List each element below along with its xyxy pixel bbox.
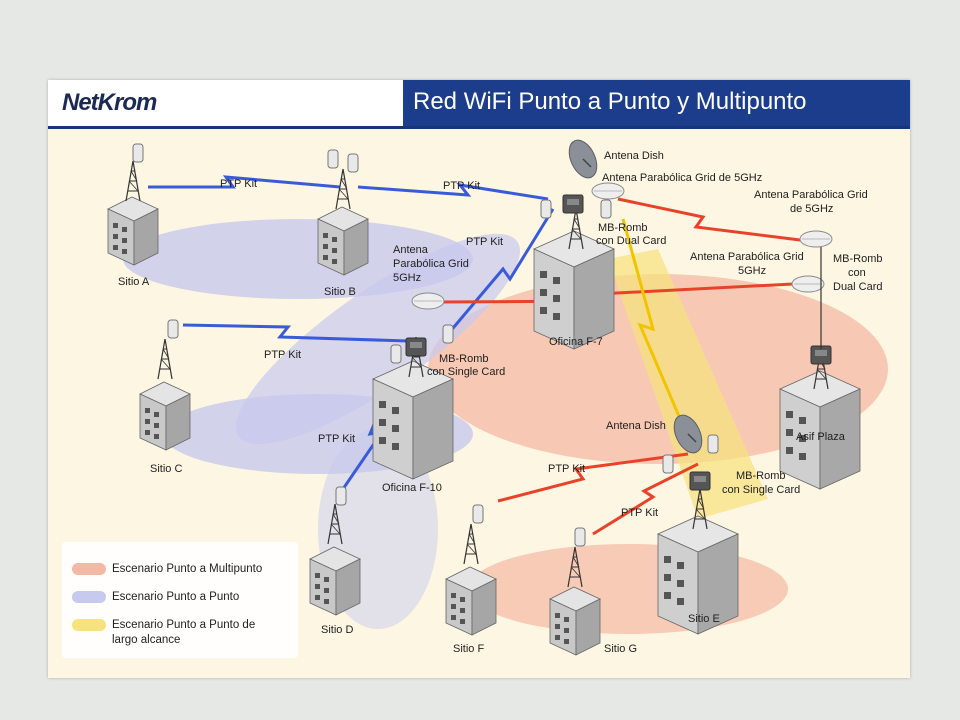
label-oficina-f7: Oficina F-7	[549, 336, 603, 348]
label-sitio-f: Sitio F	[453, 643, 484, 655]
label-grid-f10-2: Parabólica Grid	[393, 258, 469, 270]
site-sitio-a	[107, 143, 159, 266]
legend: Escenario Punto a Multipunto Escenario P…	[62, 542, 298, 658]
label-ptp-e-f: PTP Kit	[548, 463, 585, 475]
legend-label-long-range: Escenario Punto a Punto de largo alcance	[112, 619, 256, 646]
label-dual-card-f7: con Dual Card	[596, 235, 666, 247]
label-mbromb-e: MB-Romb	[736, 470, 786, 482]
label-oficina-f10: Oficina F-10	[382, 482, 442, 494]
label-ptp-b-f7: PTP Kit	[443, 180, 480, 192]
site-sitio-b	[317, 149, 369, 276]
legend-label-multipoint: Escenario Punto a Multipunto	[112, 563, 263, 575]
label-grid-f10-3: 5GHz	[393, 272, 421, 284]
label-ptp-e-g: PTP Kit	[621, 507, 658, 519]
label-con-asif: con	[848, 267, 866, 279]
label-antena-dish-e: Antena Dish	[606, 420, 666, 432]
label-sitio-e: Sitio E	[688, 613, 720, 625]
link-grid-f7-asif	[617, 197, 809, 243]
legend-swatch-long-range	[72, 619, 106, 631]
netkrom-logo: NetKrom	[62, 89, 157, 116]
label-grid-asif-2: de 5GHz	[790, 203, 833, 215]
label-mbromb-asif: MB-Romb	[833, 253, 883, 265]
legend-item-multipoint: Escenario Punto a Multipunto	[72, 562, 282, 577]
label-mbromb-f7: MB-Romb	[598, 222, 648, 234]
label-grid-asif-low-1: Antena Parabólica Grid	[690, 251, 804, 263]
legend-item-point-to-point: Escenario Punto a Punto	[72, 590, 282, 605]
link-ptp-e-f	[497, 452, 689, 503]
label-sitio-c: Sitio C	[150, 463, 182, 475]
title-bar: Red WiFi Punto a Punto y Multipunto	[403, 80, 910, 126]
link-ptp-b-f7	[357, 182, 549, 201]
page-title: Red WiFi Punto a Punto y Multipunto	[413, 88, 807, 115]
label-sitio-d: Sitio D	[321, 624, 353, 636]
label-sitio-g: Sitio G	[604, 643, 637, 655]
label-ptp-c-f10: PTP Kit	[264, 349, 301, 361]
site-asif-plaza	[779, 230, 861, 490]
legend-swatch-point-to-point	[72, 591, 106, 603]
slide: NetKrom Red WiFi Punto a Punto y Multipu…	[48, 80, 910, 678]
label-ptp-f10-d: PTP Kit	[318, 433, 355, 445]
label-single-card-e: con Single Card	[722, 484, 800, 496]
label-mbromb-f10: MB-Romb	[439, 353, 489, 365]
label-antena-dish-f7: Antena Dish	[604, 150, 664, 162]
label-dual-card-asif: Dual Card	[833, 281, 883, 293]
site-sitio-c	[139, 319, 191, 451]
label-asif-plaza: Asif Plaza	[796, 431, 846, 443]
network-diagram: Sitio A Sitio B Sitio C Sitio D Sitio F …	[107, 135, 888, 656]
label-sitio-b: Sitio B	[324, 286, 356, 298]
link-ptp-e-g	[592, 462, 699, 536]
header: NetKrom Red WiFi Punto a Punto y Multipu…	[48, 80, 910, 129]
label-grid-asif-low-2: 5GHz	[738, 265, 766, 277]
label-sitio-a: Sitio A	[118, 276, 150, 288]
zone-long-range	[608, 249, 768, 519]
label-grid-asif-1: Antena Parabólica Grid	[754, 189, 868, 201]
label-grid-f10-1: Antena	[393, 244, 429, 256]
legend-item-long-range: Escenario Punto a Punto de largo alcance	[72, 618, 282, 648]
link-ptp-c-f10	[182, 323, 409, 343]
legend-swatch-multipoint	[72, 563, 106, 575]
label-ptp-a-b: PTP Kit	[220, 178, 257, 190]
legend-label-point-to-point: Escenario Punto a Punto	[112, 591, 240, 603]
link-long-range-f7-e	[621, 218, 695, 450]
label-ptp-f10-f7: PTP Kit	[466, 236, 503, 248]
link-ptp-a-b	[148, 175, 341, 189]
label-single-card-f10: con Single Card	[427, 366, 505, 378]
label-grid-f7: Antena Parabólica Grid de 5GHz	[602, 172, 762, 184]
